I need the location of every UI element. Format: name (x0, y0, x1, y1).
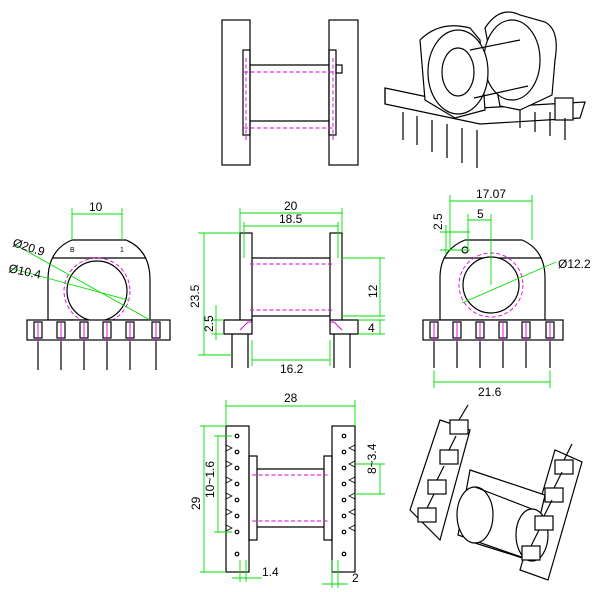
side-view-pins (33, 321, 161, 370)
bottom-width-label: 28 (284, 391, 298, 405)
side-outer-dia-label: Ø20.9 (11, 236, 47, 260)
right-bore-dia-label: Ø12.2 (558, 257, 591, 271)
bottom-pitch-range-label: 10~1.6 (203, 461, 217, 498)
front-view: 20 18.5 23.5 2.5 12 4 16.2 (188, 199, 385, 376)
right-width-label: 17.07 (476, 187, 506, 201)
bottom-pin-size-label: 1.4 (262, 565, 279, 579)
isometric-view-bottom (409, 404, 583, 581)
iso-bottom-pins (417, 404, 574, 561)
side-width-label: 10 (89, 200, 103, 214)
bottom-height-label: 29 (189, 496, 203, 510)
right-offset-height-label: 2.5 (431, 213, 445, 230)
bottom-flange-label: 2 (352, 571, 359, 585)
front-pin-span-label: 16.2 (280, 362, 304, 376)
side-mark-1: 1 (120, 247, 124, 254)
bottom-slot-range-label: 8~3.4 (365, 443, 379, 474)
front-inner-width-label: 18.5 (279, 212, 303, 226)
front-base-height-label: 2.5 (202, 315, 216, 332)
front-height-label: 23.5 (188, 284, 202, 308)
front-width-label: 20 (284, 199, 298, 213)
isometric-view-top (384, 11, 586, 168)
bottom-view-pin-holes (225, 433, 356, 557)
iso-top-pins (402, 110, 566, 168)
right-offset-label: 5 (477, 207, 484, 221)
side-mark-b: B (70, 247, 75, 254)
right-view: 17.07 5 2.5 Ø12.2 21.6 (422, 187, 591, 399)
bottom-view: 28 29 10~1.6 8~3.4 1.4 2 (189, 391, 385, 588)
right-view-pins (429, 321, 555, 368)
side-view: 10 Ø20.9 Ø10.4 B 1 (7, 200, 171, 370)
side-inner-dia-label: Ø10.4 (7, 261, 42, 282)
front-base-step-label: 4 (368, 321, 375, 335)
right-pin-span-label: 21.6 (478, 385, 502, 399)
front-window-height-label: 12 (366, 284, 380, 298)
top-view (221, 19, 359, 166)
